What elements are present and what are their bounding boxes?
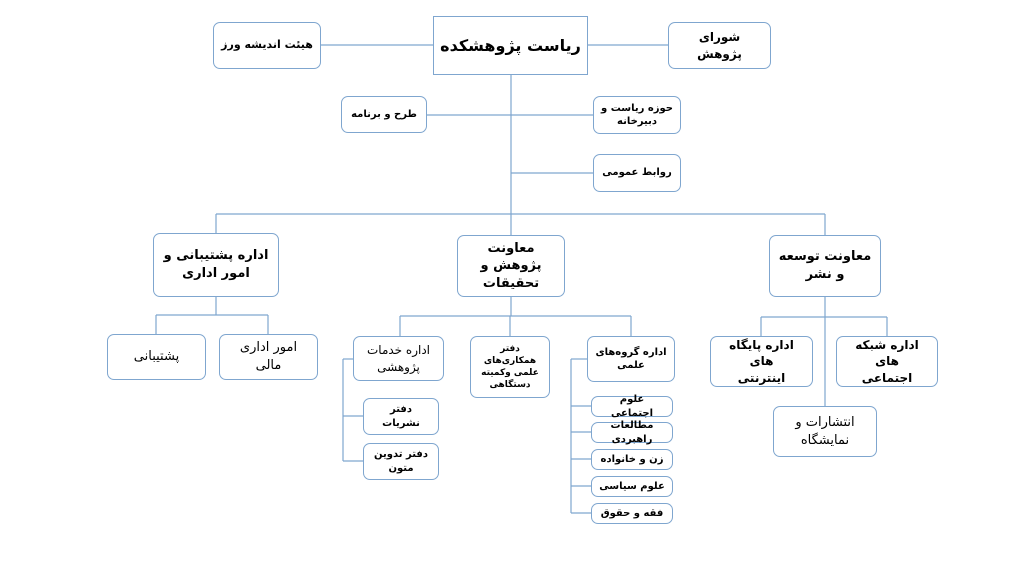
node-groups: اداره گروه‌های علمی [587,336,675,382]
node-research: معاونت پژوهش و تحقیقات [457,235,565,297]
node-support: اداره پشتیبانی و امور اداری [153,233,279,297]
node-development: معاونت توسعه و نشر [769,235,881,297]
node-cooperation: دفتر همکاری‌های علمی وکمیته دستگاهی [470,336,550,398]
node-office: حوزه ریاست و دبیرخانه [593,96,681,134]
node-head: ریاست پژوهشکده [433,16,588,75]
node-strategic: مطالعات راهبردی [591,420,673,445]
node-backing: پشتیبانی [107,334,206,380]
node-finance: امور اداری مالی [219,334,318,380]
node-pub-office: دفتر نشریات [363,398,439,435]
node-board: هیئت اندیشه ورز [213,22,321,69]
node-networks: اداره شبکه های اجتماعی [836,336,938,387]
node-social-sci: علوم اجتماعی [591,394,673,419]
node-political: علوم سیاسی [591,476,673,497]
node-services: اداره خدمات پژوهشی [353,336,444,381]
node-law: فقه و حقوق [591,503,673,524]
node-compile-office: دفتر تدوین متون [363,443,439,480]
node-plan: طرح و برنامه [341,96,427,133]
node-pr: روابط عمومی [593,154,681,192]
node-council: شورای پژوهش [668,22,771,69]
node-family: زن و خانواده [591,449,673,470]
node-portals: اداره پایگاه های اینترنتی [710,336,813,387]
node-publishing: انتشارات و نمایشگاه [773,406,877,457]
